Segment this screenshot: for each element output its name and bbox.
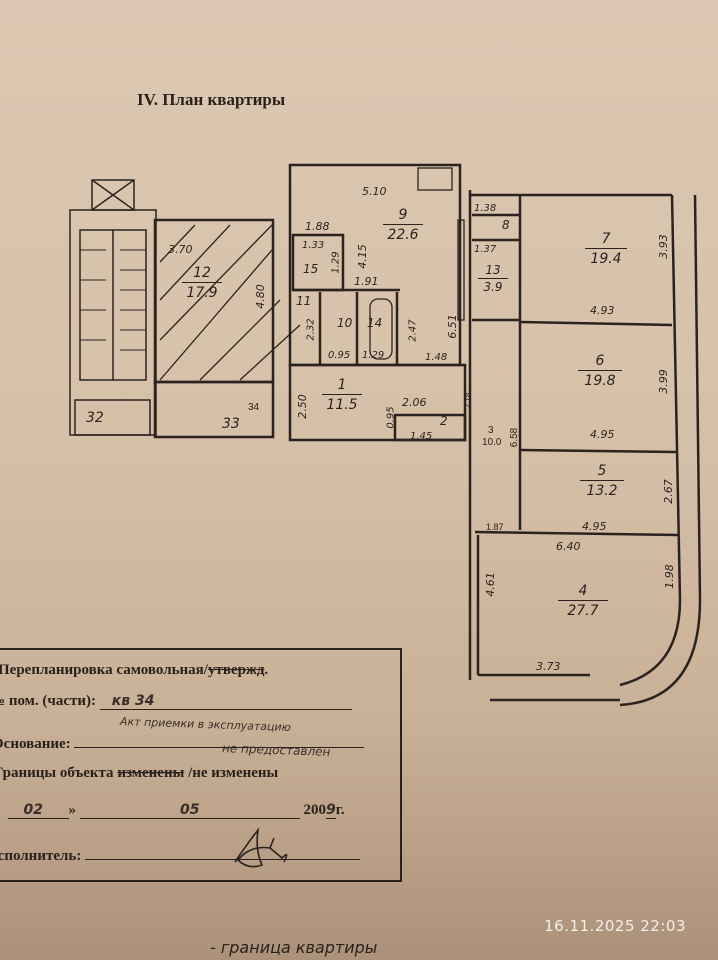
room-8-label: 8 <box>502 218 510 232</box>
room-33-label: 33 <box>222 416 240 432</box>
dimension: 1.38 <box>474 203 497 214</box>
room-2-label: 2 <box>440 414 448 428</box>
dimension: 4.93 <box>590 304 615 317</box>
dimension: 5.10 <box>362 185 387 198</box>
dimension: 4.95 <box>582 520 607 533</box>
room-area: 3.9 <box>478 278 508 295</box>
room-14-label: 14 <box>367 316 383 330</box>
dimension: 1.45 <box>410 431 433 442</box>
room-3-area: 10.0 <box>482 437 502 448</box>
date-year-digit: 9 <box>326 802 336 819</box>
room-number: 1 <box>337 377 347 393</box>
room-3-label: 3 <box>488 425 494 436</box>
room-11-label: 11 <box>296 294 312 308</box>
page-title: IV. План квартиры <box>137 90 286 109</box>
dimension: 6.40 <box>556 540 581 553</box>
room-area: 22.6 <box>383 224 423 244</box>
stamp-line-date: «02» 05 2009г. <box>0 802 345 819</box>
room-34-label: 34 <box>248 402 260 413</box>
stamp-line-basis: Основание: <box>0 733 365 753</box>
stamp-text: 200 <box>303 802 327 818</box>
stamp-label: Основание: <box>0 736 71 752</box>
stamp-text: » <box>68 802 77 818</box>
photo-timestamp: 16.11.2025 22:03 <box>544 917 686 935</box>
room-number: 12 <box>193 265 211 281</box>
struck-text: утвержд <box>207 662 265 678</box>
room-area: 17.9 <box>182 282 222 302</box>
stamp-line-room-number: № пом. (части): кв 34 <box>0 693 352 710</box>
struck-text: изменены <box>117 765 185 781</box>
room-area: 11.5 <box>322 394 362 414</box>
room-10-label: 10 <box>337 316 353 330</box>
dimension: 0.95 <box>328 350 351 361</box>
stamp-text: Границы объекта <box>0 765 114 781</box>
room-15-label: 15 <box>303 262 319 276</box>
dimension: 1.37 <box>474 244 497 255</box>
dimension: 3.73 <box>536 660 561 673</box>
dimension: 1.88 <box>305 220 330 233</box>
dimension: 2.06 <box>402 396 427 409</box>
stamp-text: . <box>264 662 269 678</box>
stamp-text: г. <box>335 802 345 818</box>
dimension: 1.29 <box>362 350 385 361</box>
room-32-label: 32 <box>86 410 104 426</box>
dimension: 3.70 <box>168 243 193 256</box>
dimension: 1.33 <box>302 240 325 251</box>
room-area: 27.7 <box>558 600 608 620</box>
stamp-text: Перепланировка самовольная/ <box>0 662 208 678</box>
stamp-label: Исполнитель: <box>0 848 82 864</box>
stamp-text: /не изменены <box>188 765 279 781</box>
legend-apartment-boundary: - граница квартиры <box>210 938 378 957</box>
stamp-line-boundaries: Границы объекта изменены /не изменены <box>0 765 278 782</box>
stamp-line-executor: Исполнитель: <box>0 845 361 865</box>
room-number: 7 <box>601 231 611 247</box>
dimension: 1.91 <box>354 275 379 288</box>
date-day: 02 <box>7 802 69 819</box>
stamp-line-redevelopment: Перепланировка самовольная/утвержд. <box>0 662 268 679</box>
room-number: 9 <box>398 207 408 223</box>
date-month: 05 <box>79 802 300 819</box>
room-number: 4 <box>578 583 588 599</box>
stamp-label: № пом. (части): <box>0 693 97 709</box>
room-number: 5 <box>597 463 607 479</box>
dimension: 1.87 <box>486 522 504 532</box>
dimension: 1.48 <box>425 352 448 363</box>
room-number-value: кв 34 <box>99 693 352 710</box>
room-area: 19.8 <box>578 370 622 390</box>
room-area: 19.4 <box>585 248 627 268</box>
room-number: 13 <box>485 263 501 277</box>
dimension: 4.95 <box>590 428 615 441</box>
redevelopment-stamp-box <box>0 648 402 882</box>
room-area: 13.2 <box>580 480 624 500</box>
room-number: 6 <box>595 353 605 369</box>
